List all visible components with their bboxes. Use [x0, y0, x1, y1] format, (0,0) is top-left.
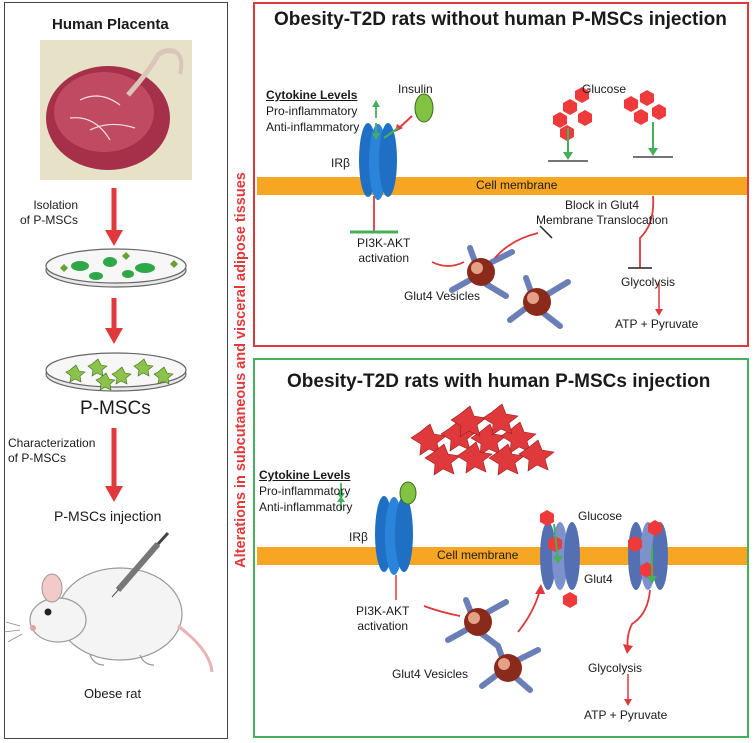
top-pi3k-line-2: activation [358, 251, 410, 265]
obese-rat-image [3, 531, 214, 673]
placenta-image [40, 40, 192, 180]
bottom-anti-label: Anti-inflammatory [259, 500, 353, 514]
bottom-pmsc-cells [410, 403, 555, 476]
injection-label: P-MSCs injection [54, 508, 162, 524]
bottom-glut4-vesicles [445, 597, 541, 693]
top-cytokine-title: Cytokine Levels [266, 88, 357, 102]
placenta-title: Human Placenta [52, 16, 169, 33]
top-anti-label: Anti-inflammatory [266, 120, 360, 134]
top-vesicles-label: Glut4 Vesicles [404, 289, 481, 303]
bottom-vesicles-label: Glut4 Vesicles [392, 667, 469, 681]
top-atp-label: ATP + Pyruvate [615, 317, 699, 331]
bottom-membrane-label: Cell membrane [437, 548, 519, 562]
bottom-receptor [375, 496, 413, 575]
bottom-title: Obesity-T2D rats with human P-MSCs injec… [287, 371, 711, 392]
top-cytokine-title-text: Cytokine Levels [266, 88, 358, 102]
arrow-culture [105, 298, 123, 344]
top-block-line-2: Membrane Translocation [536, 213, 669, 227]
top-pi3k-label: PI3K-AKT activation [357, 236, 410, 266]
isolation-line-2: of P-MSCs [20, 213, 79, 227]
isolation-line-1: Isolation [33, 198, 79, 212]
characterization-label: Characterization of P-MSCs [8, 436, 95, 466]
bottom-receptor-label: IRβ [349, 530, 368, 544]
bottom-cytokine-title: Cytokine Levels [259, 468, 350, 482]
top-glycolysis-label: Glycolysis [621, 275, 676, 289]
left-panel [4, 2, 228, 739]
top-glucose-cluster-1 [553, 87, 592, 141]
characterization-line-2: of P-MSCs [8, 451, 67, 465]
top-block-label: Block in Glut4 Membrane Translocation [536, 198, 668, 228]
bottom-glucose-label: Glucose [578, 509, 623, 523]
bottom-pi3k-line-1: PI3K-AKT [356, 604, 410, 618]
top-receptor-label: IRβ [331, 156, 350, 170]
top-block-line-1: Block in Glut4 [565, 198, 640, 212]
characterization-line-1: Characterization [8, 436, 96, 450]
isolation-label: Isolation of P-MSCs [20, 198, 78, 228]
bottom-insulin [399, 481, 417, 505]
bottom-atp-label: ATP + Pyruvate [584, 708, 668, 722]
top-title: Obesity-T2D rats without human P-MSCs in… [274, 9, 727, 30]
arrow-isolation [105, 188, 123, 246]
arrow-characterization [105, 428, 123, 502]
top-glucose-cluster-2 [624, 90, 666, 125]
bottom-pi3k-label: PI3K-AKT activation [356, 604, 409, 634]
petri-dish-2 [45, 352, 187, 392]
top-glucose-label: Glucose [582, 82, 627, 96]
petri-dish-1 [45, 248, 187, 288]
top-membrane-label: Cell membrane [476, 178, 558, 192]
bottom-glut4-label: Glut4 [584, 572, 613, 586]
bottom-cytokine-title-text: Cytokine Levels [259, 468, 351, 482]
top-insulin [414, 93, 434, 123]
top-panel [253, 2, 749, 347]
top-pro-label: Pro-inflammatory [266, 104, 358, 118]
rat-label: Obese rat [84, 686, 142, 701]
pmscs-label: P-MSCs [80, 398, 151, 419]
top-insulin-label: Insulin [398, 82, 433, 96]
bottom-pro-label: Pro-inflammatory [259, 484, 351, 498]
top-glut4-vesicles [449, 245, 571, 329]
bottom-glucose [540, 510, 662, 608]
bottom-glut4-channel-2 [628, 522, 668, 590]
top-pi3k-line-1: PI3K-AKT [357, 236, 411, 250]
bottom-panel [253, 358, 749, 738]
bottom-pi3k-line-2: activation [357, 619, 409, 633]
bottom-glycolysis-label: Glycolysis [588, 661, 643, 675]
top-receptor [359, 123, 397, 200]
